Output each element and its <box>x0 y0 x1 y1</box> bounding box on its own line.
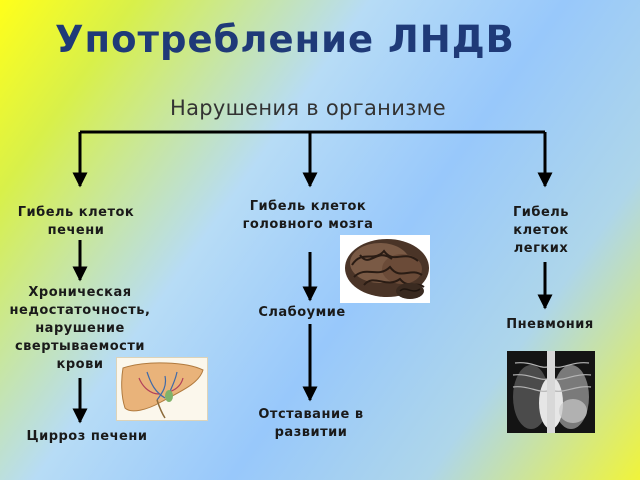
dementia-label: Слабоумие <box>258 305 346 320</box>
cirrhosis-label: Цирроз печени <box>26 429 148 444</box>
developmental-delay-label: Отставание в развитии <box>258 407 364 440</box>
brain-image <box>340 235 430 303</box>
page-title: Употребление ЛНДВ <box>55 18 515 61</box>
liver-cell-death-label: Гибель клеток печени <box>17 205 135 238</box>
lung-cell-death-label: Гибель клеток легких <box>512 205 570 256</box>
liver-illustration-image <box>116 357 208 421</box>
subtitle: Нарушения в организме <box>170 96 446 120</box>
liver-failure-label: Хроническая недостаточность, нарушение с… <box>9 285 151 372</box>
pneumonia-label: Пневмония <box>506 317 594 332</box>
brain-cell-death-label: Гибель клеток головного мозга <box>242 199 374 232</box>
chest-xray-image <box>507 351 595 433</box>
